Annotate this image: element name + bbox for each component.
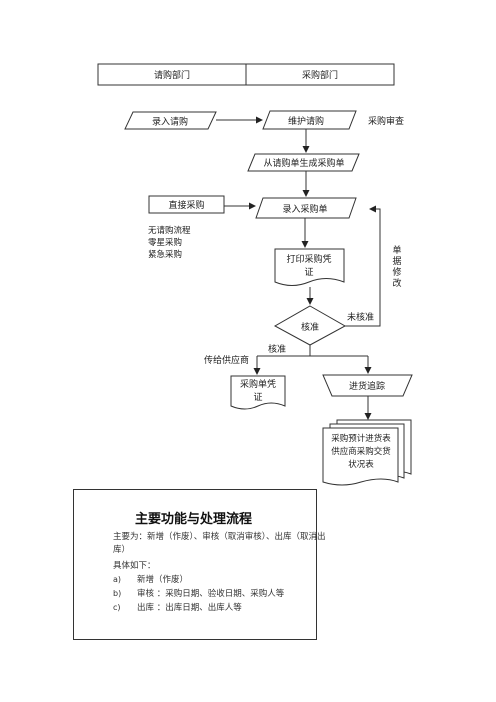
approve-decision-node[interactable]: 核准 (273, 305, 347, 346)
maintain-requisition-label: 维护请购 (288, 115, 324, 127)
reports-label-3: 状况表 (348, 459, 374, 470)
tracking-node[interactable]: 进货追踪 (322, 374, 413, 397)
list-marker: b) (113, 589, 122, 598)
info-box-list: a) 新增（作废） b) 审核 ：采购日期、验收日期、采购人等 c) 出库 ：出库日期… (113, 573, 284, 615)
revise-label-2: 据 (392, 255, 401, 267)
flowchart: 请购部门 采购部门 录入请购 维护请购 采购审查 从请购单生成采购单 直接采购 … (97, 63, 413, 486)
department-header: 请购部门 采购部门 (97, 63, 395, 86)
requesting-dept-label: 请购部门 (154, 69, 190, 81)
direct-note-3: 紧急采购 (148, 249, 182, 260)
revise-label-3: 修 (392, 266, 401, 278)
print-voucher-node[interactable]: 打印采购凭 证 (274, 248, 345, 286)
po-voucher-label-2: 证 (253, 392, 262, 403)
list-item-text: 审核 ：采购日期、验收日期、采购人等 (137, 589, 285, 599)
list-item: b) 审核 ：采购日期、验收日期、采购人等 (113, 587, 284, 601)
reports-label-1: 采购预计进货表 (331, 433, 391, 444)
approved-label: 核准 (268, 343, 286, 355)
enter-requisition-node[interactable]: 录入请购 (124, 111, 217, 130)
list-marker: a) (113, 575, 122, 584)
info-box-description: 主要为：新增（作废）、审核（取消审核）、出库（取消出库） (113, 532, 326, 555)
tracking-label: 进货追踪 (349, 380, 385, 392)
enter-po-label: 录入采购单 (282, 203, 327, 215)
print-voucher-label-2: 证 (304, 267, 313, 278)
list-marker: c) (113, 603, 121, 612)
reports-label-2: 供应商采购交货 (331, 446, 391, 457)
send-supplier-label: 传给供应商 (204, 354, 249, 366)
purchase-review-label: 采购审查 (368, 115, 404, 127)
maintain-requisition-node[interactable]: 维护请购 (262, 110, 357, 130)
purchasing-dept-label: 采购部门 (302, 69, 338, 81)
not-approved-label: 未核准 (347, 311, 374, 323)
enter-requisition-label: 录入请购 (152, 116, 188, 128)
not-approved-loop (345, 205, 381, 327)
enter-po-node[interactable]: 录入采购单 (255, 197, 357, 219)
list-item-text: 新增（作废） (137, 575, 189, 585)
po-voucher-label-1: 采购单凭 (240, 378, 276, 390)
info-box-title: 主要功能与处理流程 (135, 512, 253, 527)
reports-node[interactable]: 采购预计进货表 供应商采购交货 状况表 (322, 419, 412, 486)
print-voucher-label-1: 打印采购凭 (286, 253, 331, 265)
direct-note-2: 零星采购 (148, 237, 182, 248)
revise-label-1: 单 (392, 244, 401, 256)
direct-purchase-label: 直接采购 (168, 199, 204, 211)
po-voucher-node[interactable]: 采购单凭 证 (230, 375, 286, 410)
generate-po-label: 从请购单生成采购单 (263, 157, 344, 169)
list-item: a) 新增（作废） (113, 573, 284, 587)
direct-note-1: 无请购流程 (148, 225, 191, 236)
direct-purchase-node[interactable]: 直接采购 (148, 195, 225, 214)
list-item: c) 出库 ：出库日期、出库人等 (113, 601, 284, 615)
generate-po-node[interactable]: 从请购单生成采购单 (247, 153, 360, 172)
list-item-text: 出库 ：出库日期、出库人等 (137, 603, 242, 613)
info-box-subtitle: 具体如下： (113, 561, 156, 571)
info-box (73, 489, 317, 640)
revise-label-4: 改 (392, 277, 401, 289)
approve-decision-label: 核准 (301, 321, 319, 333)
